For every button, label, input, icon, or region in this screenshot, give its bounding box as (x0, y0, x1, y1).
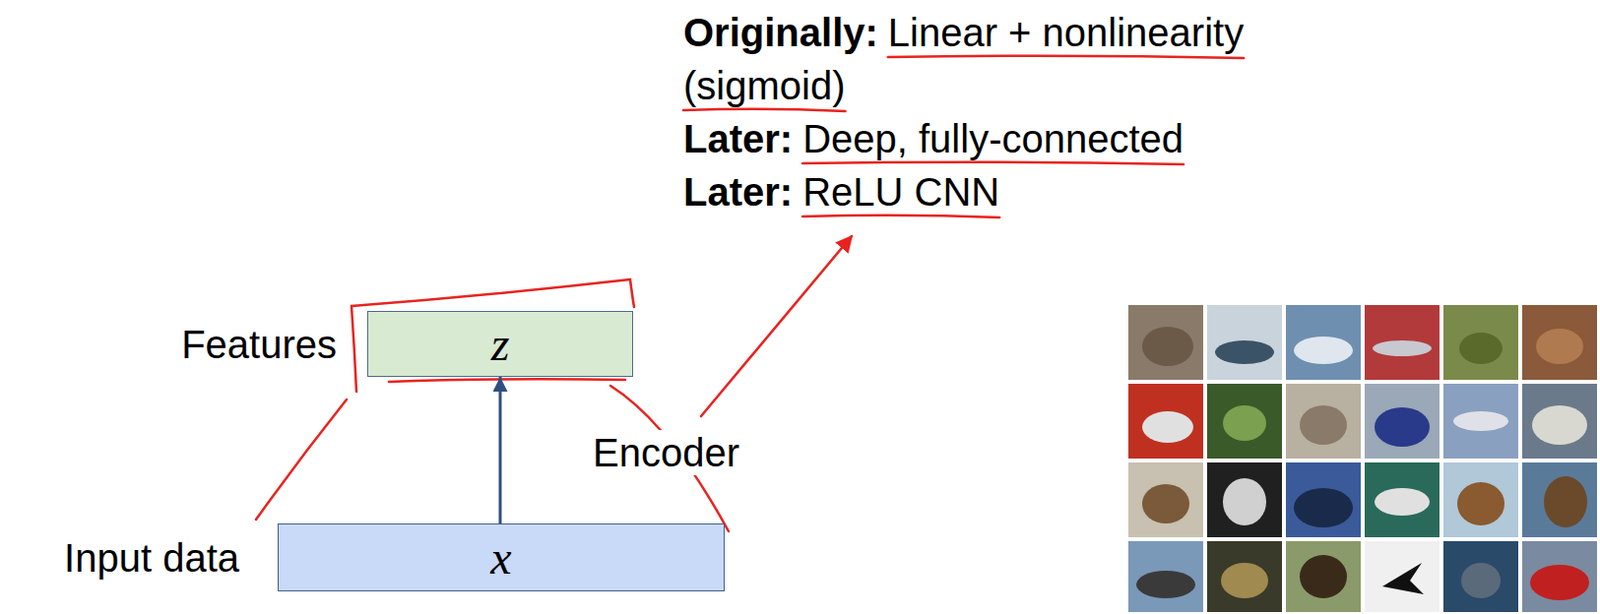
stage-term: Later: (683, 117, 793, 161)
flow-arrow (499, 377, 503, 524)
node-heading: Input data (64, 535, 240, 581)
red-underline (683, 109, 845, 112)
red-trapezoid-left (256, 399, 347, 520)
feature-box: Featuresz (367, 311, 634, 378)
input-box: Input datax (277, 523, 725, 592)
red-underline (888, 56, 1244, 59)
architecture-note: Deep, fully-connected (802, 117, 1184, 161)
red-annotation (256, 236, 852, 532)
red-bracket-left (351, 306, 357, 392)
encoder-label: Encoder (589, 430, 743, 476)
node-heading: Features (181, 321, 337, 368)
variable-symbol: z (491, 318, 511, 372)
red-bracket-bottom (388, 379, 626, 383)
red-bracket-right (630, 279, 635, 308)
note-line: Later:Deep, fully-connected (683, 112, 1275, 166)
note-line: Originally:Linear + nonlinearity (sigmoi… (683, 5, 1275, 113)
stage-term: Originally: (683, 10, 879, 55)
red-underline (802, 162, 1184, 165)
architecture-note: ReLU CNN (802, 170, 1000, 214)
red-bracket-top (351, 279, 631, 307)
stage-term: Later: (683, 170, 793, 214)
note-line: Later:ReLU CNN (683, 165, 1275, 219)
image-grid (1128, 305, 1598, 613)
red-callout-arrow (701, 236, 852, 417)
variable-symbol: x (490, 531, 512, 585)
red-underline (802, 215, 1000, 218)
